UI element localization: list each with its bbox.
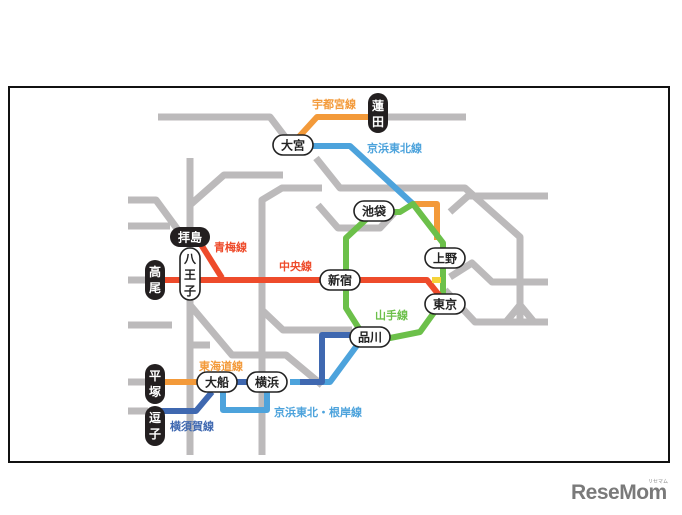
keihin-negishi-line-label: 京浜東北・根岸線 — [274, 405, 362, 419]
station-hachioji[interactable]: 八 王 子 — [179, 247, 201, 301]
station-label: 大船 — [205, 375, 229, 390]
station-ikebukuro[interactable]: 池袋 — [353, 200, 395, 222]
station-haijima[interactable]: 拝島 — [170, 227, 210, 247]
station-takao[interactable]: 高 尾 — [145, 260, 165, 300]
map-frame — [8, 86, 670, 463]
station-label: 東京 — [433, 297, 457, 312]
station-label: 新宿 — [328, 273, 352, 288]
yokosuka-line-label: 横須賀線 — [170, 419, 214, 433]
station-label: 高 — [149, 264, 161, 279]
station-label: 塚 — [149, 385, 161, 399]
station-tokyo[interactable]: 東京 — [424, 293, 466, 315]
station-zushi[interactable]: 逗 子 — [145, 406, 165, 446]
station-ueno[interactable]: 上野 — [424, 247, 466, 269]
station-shinjuku[interactable]: 新宿 — [319, 269, 361, 291]
station-yokohama[interactable]: 横浜 — [246, 371, 288, 393]
station-label: 尾 — [149, 281, 161, 295]
station-label: 平 — [149, 369, 161, 383]
station-hasuda[interactable]: 蓮 田 — [368, 93, 388, 133]
station-ofuna[interactable]: 大船 — [196, 371, 238, 393]
tokaido-line-label: 東海道線 — [199, 359, 243, 373]
station-label: 八 — [183, 252, 197, 266]
station-label: 子 — [149, 427, 161, 441]
station-label: 王 — [184, 268, 196, 282]
utsunomiya-line — [293, 114, 440, 240]
station-label: 大宮 — [281, 138, 305, 153]
gray-lines — [128, 113, 548, 455]
resemom-logo: ReseMom — [571, 481, 667, 504]
station-label: 蓮 — [372, 98, 384, 113]
ome-line-label: 青梅線 — [214, 240, 247, 254]
keihin-tohoku-line-label: 京浜東北線 — [367, 141, 422, 155]
utsunomiya-line-label: 宇都宮線 — [312, 97, 356, 111]
station-label: 上野 — [433, 251, 457, 266]
station-omiya[interactable]: 大宮 — [272, 134, 314, 156]
station-label: 逗 — [149, 410, 161, 425]
station-label: 品川 — [358, 331, 382, 345]
station-label: 田 — [372, 115, 384, 129]
station-label: 子 — [184, 284, 196, 298]
station-label: 横浜 — [255, 375, 279, 390]
station-shinagawa[interactable]: 品川 — [349, 326, 391, 348]
resemom-logo-sub: リセマム — [648, 479, 669, 485]
station-label: 拝島 — [178, 230, 202, 245]
chuo-line-label: 中央線 — [279, 259, 312, 273]
yamanote-line-label: 山手線 — [375, 308, 408, 322]
station-label: 池袋 — [362, 204, 387, 219]
station-hiratsuka[interactable]: 平 塚 — [145, 364, 165, 404]
